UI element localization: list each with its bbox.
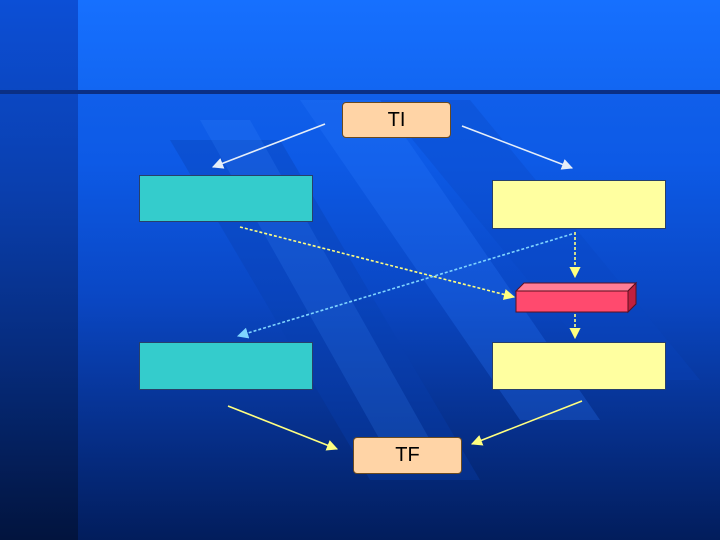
arrow-bottomright-to-tf (470, 400, 583, 446)
top-band (78, 0, 720, 92)
end-node: TF (353, 437, 462, 474)
box-bottom-left (139, 342, 313, 390)
end-label: TF (395, 444, 420, 466)
box-top-left (139, 175, 313, 222)
arrow-ti-to-right (461, 125, 574, 170)
arrow-topright-to-bottomleft (236, 233, 573, 339)
start-node: TI (342, 102, 451, 138)
red-block (514, 281, 638, 314)
box-bottom-right (492, 342, 666, 390)
start-label: TI (387, 108, 406, 131)
arrow-topleft-to-red (239, 226, 516, 300)
arrow-ti-to-left (211, 123, 326, 169)
box-top-right (492, 180, 666, 229)
arrow-bottomleft-to-tf (227, 405, 339, 451)
top-divider (0, 90, 720, 94)
